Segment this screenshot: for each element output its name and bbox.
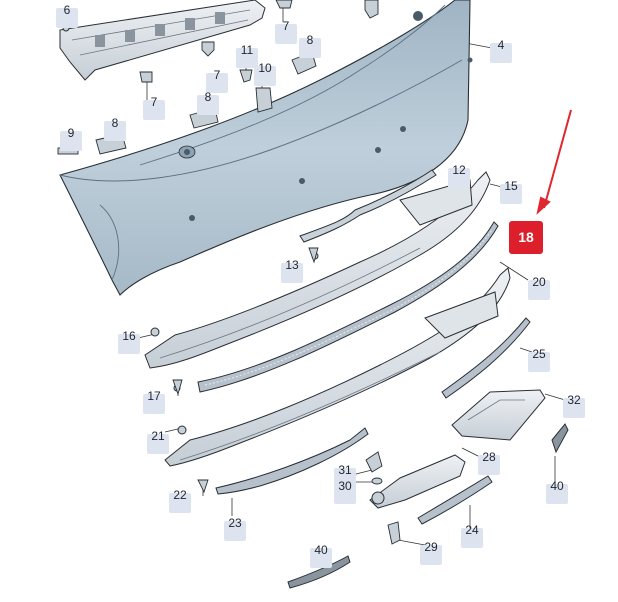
callout-12[interactable]: 12 <box>448 163 470 188</box>
callout-29[interactable]: 29 <box>420 540 442 565</box>
callout-25[interactable]: 25 <box>528 347 550 372</box>
callout-4[interactable]: 4 <box>490 38 512 63</box>
tow-cover-part-28 <box>369 454 466 509</box>
callout-22[interactable]: 22 <box>169 488 191 513</box>
callout-8[interactable]: 8 <box>104 116 126 141</box>
callout-20[interactable]: 20 <box>528 275 550 300</box>
callout-40[interactable]: 40 <box>546 479 568 504</box>
callout-40[interactable]: 40 <box>310 543 332 568</box>
callout-24[interactable]: 24 <box>461 523 483 548</box>
red-arrow <box>536 109 572 215</box>
grille-strip-part-20 <box>197 221 499 393</box>
strip-part-12 <box>299 169 437 243</box>
trim-part-40-right <box>551 423 569 454</box>
callout-8[interactable]: 8 <box>197 90 219 115</box>
callout-10[interactable]: 10 <box>254 61 276 86</box>
callout-6[interactable]: 6 <box>56 3 78 28</box>
callout-13[interactable]: 13 <box>281 258 303 283</box>
callout-9[interactable]: 9 <box>60 126 82 151</box>
grille-strip-right <box>441 317 531 399</box>
bracket-part-6 <box>59 0 266 81</box>
callout-16[interactable]: 16 <box>118 329 140 354</box>
callout-31[interactable]: 31 <box>334 463 356 488</box>
callout-7[interactable]: 7 <box>206 68 228 93</box>
callout-32[interactable]: 32 <box>563 393 585 418</box>
callout-17[interactable]: 17 <box>143 389 165 414</box>
highlight-badge-18[interactable]: 18 <box>509 221 543 254</box>
callout-11[interactable]: 11 <box>236 43 258 68</box>
callout-21[interactable]: 21 <box>147 429 169 454</box>
grille-strip-part-23 <box>215 427 369 495</box>
lower-diffuser-part-15 <box>144 171 491 369</box>
callout-30[interactable]: 30 <box>334 479 356 504</box>
callout-7[interactable]: 7 <box>143 95 165 120</box>
callout-15[interactable]: 15 <box>500 179 522 204</box>
callout-8[interactable]: 8 <box>299 33 321 58</box>
bumper-cover-part-4 <box>59 0 473 296</box>
callout-23[interactable]: 23 <box>224 516 246 541</box>
callout-28[interactable]: 28 <box>478 450 500 475</box>
trim-part-40-bottom <box>287 555 351 589</box>
grille-strip-part-24 <box>417 475 493 525</box>
housing-part-32 <box>451 389 546 441</box>
fasteners <box>172 247 401 545</box>
callout-7[interactable]: 7 <box>275 19 297 44</box>
